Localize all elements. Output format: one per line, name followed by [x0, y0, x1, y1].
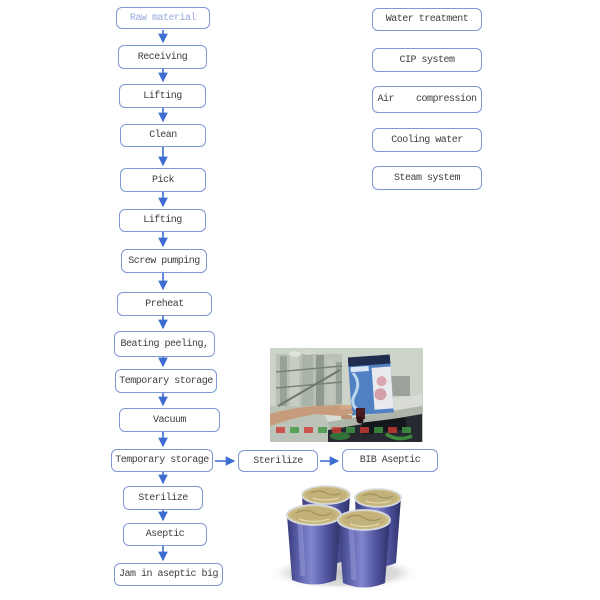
flow-node-screw-pumping: Screw pumping — [121, 249, 207, 273]
drum-front-right — [337, 509, 391, 588]
drum-front-left — [286, 504, 342, 585]
utility-node-cooling-water: Cooling water — [372, 128, 482, 152]
utility-node-air-compression: Air compression — [372, 86, 482, 113]
utility-node-steam-system: Steam system — [372, 166, 482, 190]
machinery-frame — [275, 349, 410, 408]
aseptic-drums-photo — [268, 485, 420, 590]
operator-hand — [270, 405, 353, 426]
flow-node-temp-storage-1: Temporary storage — [115, 369, 217, 393]
watermark-marks — [276, 427, 411, 433]
bib-carton — [347, 354, 394, 416]
flow-node-receiving: Receiving — [118, 45, 207, 69]
flow-node-temp-storage-2: Temporary storage — [111, 449, 213, 472]
utility-node-cip-system: CIP system — [372, 48, 482, 72]
bib-filling-photo — [270, 348, 423, 442]
flow-node-beating-peeling: Beating peeling, — [114, 331, 215, 357]
flow-node-vacuum: Vacuum — [119, 408, 220, 432]
bib-spout — [356, 408, 365, 419]
flow-node-bib-aseptic: BIB Aseptic — [342, 449, 438, 472]
flow-node-sterilize-branch: Sterilize — [238, 450, 318, 472]
table-edge — [328, 406, 422, 430]
utility-node-water-treatment: Water treatment — [372, 8, 482, 31]
flow-node-raw-material: Raw material — [116, 7, 210, 29]
flow-node-pick: Pick — [120, 168, 206, 192]
flow-node-lifting-2: Lifting — [119, 209, 206, 232]
flow-node-lifting-1: Lifting — [119, 84, 206, 108]
flow-node-sterilize-main: Sterilize — [123, 486, 203, 510]
flow-node-preheat: Preheat — [117, 292, 212, 316]
flow-node-aseptic: Aseptic — [123, 523, 207, 546]
flow-node-jam-aseptic-big: Jam in aseptic big — [114, 563, 223, 586]
flow-node-clean: Clean — [120, 124, 206, 147]
